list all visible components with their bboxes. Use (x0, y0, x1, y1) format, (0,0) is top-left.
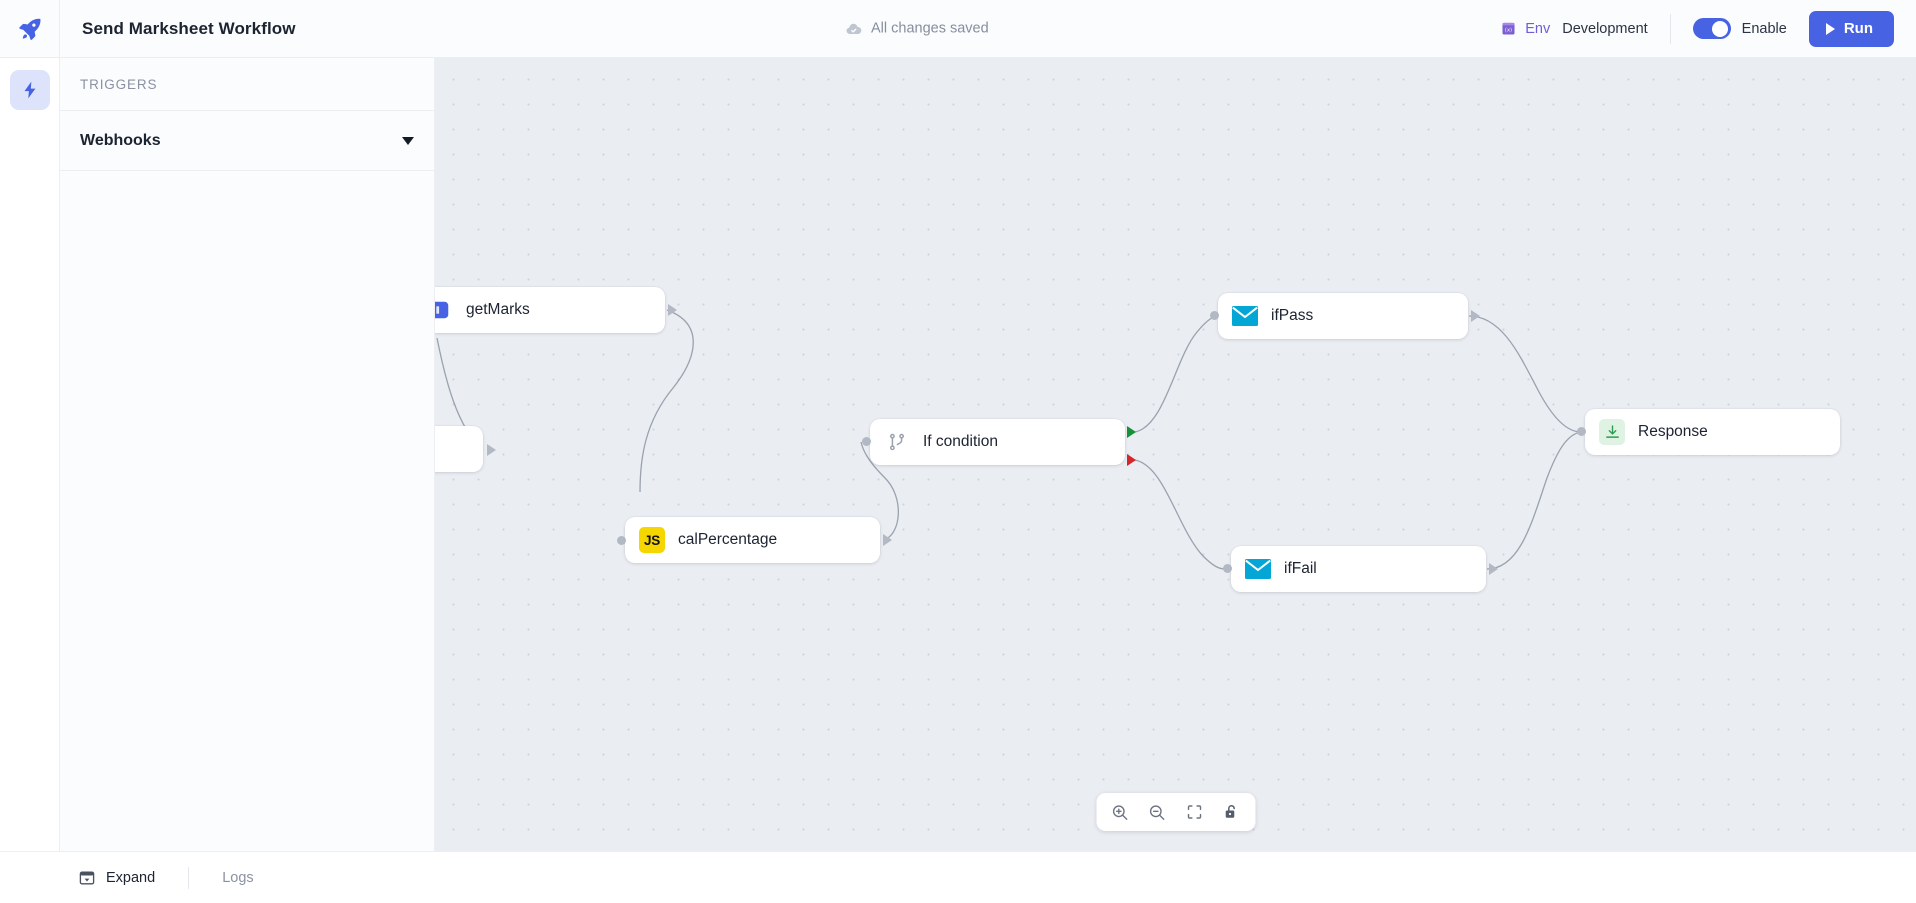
handle-output-partial[interactable] (487, 444, 496, 456)
mail-icon (1245, 556, 1271, 582)
http-request-icon (435, 297, 453, 323)
env-variable-icon: (x) (1502, 22, 1515, 35)
handle-input-ifcondition[interactable] (862, 437, 871, 446)
node-label: If condition (923, 433, 998, 450)
handle-input-ifpass[interactable] (1210, 311, 1219, 320)
rocket-icon (18, 18, 40, 40)
zoom-in-icon[interactable] (1105, 797, 1135, 827)
node-iffail[interactable]: ifFail (1231, 546, 1486, 592)
run-button[interactable]: Run (1808, 10, 1894, 47)
branch-icon (884, 429, 910, 455)
node-label: ifFail (1284, 560, 1317, 577)
node-label: getMarks (466, 301, 530, 318)
expand-label: Expand (106, 869, 156, 886)
handle-output-iffail[interactable] (1489, 563, 1498, 575)
lightning-bolt-icon (24, 81, 35, 99)
workflow-title: Send Marksheet Workflow (82, 18, 296, 38)
env-value: Development (1562, 20, 1648, 37)
js-icon: JS (639, 527, 665, 553)
node-calpercentage[interactable]: JS calPercentage (625, 517, 880, 563)
divider (1669, 13, 1671, 44)
node-label: calPercentage (678, 531, 778, 548)
toggle-knob (1712, 20, 1729, 37)
svg-text:(x): (x) (1505, 28, 1512, 34)
handle-input-calpercentage[interactable] (617, 536, 626, 545)
handle-input-response[interactable] (1577, 427, 1586, 436)
panel-expand-icon (79, 870, 95, 885)
node-partial[interactable] (435, 426, 483, 472)
env-selector[interactable]: (x) Env Development (1500, 20, 1648, 37)
logs-label: Logs (222, 869, 254, 886)
run-button-label: Run (1843, 20, 1873, 37)
panel-item-webhooks[interactable]: Webhooks (60, 111, 434, 171)
node-ifcondition[interactable]: If condition (870, 419, 1125, 465)
handle-output-ifpass[interactable] (1471, 310, 1480, 322)
handle-output-true[interactable] (1127, 426, 1136, 438)
node-getmarks[interactable]: getMarks (435, 287, 665, 333)
node-ifpass[interactable]: ifPass (1218, 293, 1468, 339)
app-logo[interactable] (0, 0, 60, 58)
panel-empty-area (60, 171, 434, 851)
expand-button[interactable]: Expand (78, 869, 155, 887)
triggers-panel: TRIGGERS Webhooks (60, 58, 435, 851)
node-response[interactable]: Response (1585, 409, 1840, 455)
handle-output-getmarks[interactable] (668, 304, 677, 316)
logs-button[interactable]: Logs (222, 870, 253, 886)
chevron-down-icon[interactable] (402, 136, 414, 145)
sidebar-item-triggers[interactable] (9, 70, 50, 110)
fit-view-icon[interactable] (1179, 797, 1209, 827)
handle-input-iffail[interactable] (1223, 564, 1232, 573)
top-bar-right: (x) Env Development Enable Run (1500, 0, 1916, 57)
node-label: Response (1638, 423, 1708, 440)
zoom-out-icon[interactable] (1142, 797, 1172, 827)
status-bar: Expand Logs (0, 851, 1916, 903)
editor-body: TRIGGERS Webhooks (0, 58, 1916, 851)
panel-item-label: Webhooks (80, 131, 161, 149)
env-label: Env (1525, 20, 1551, 37)
canvas-zoom-toolbar (1096, 793, 1255, 831)
handle-output-false[interactable] (1127, 454, 1136, 466)
play-icon (1825, 22, 1835, 35)
workflow-canvas[interactable]: getMarks JS calPercentage (435, 58, 1916, 851)
enable-label: Enable (1741, 20, 1787, 37)
enable-toggle[interactable] (1692, 18, 1731, 39)
top-bar: Send Marksheet Workflow All changes save… (0, 0, 1916, 58)
mail-icon (1232, 303, 1258, 329)
response-icon (1599, 419, 1625, 445)
save-status: All changes saved (845, 20, 989, 37)
divider (188, 866, 190, 889)
triggers-panel-header: TRIGGERS (60, 58, 434, 111)
cloud-check-icon (846, 23, 862, 34)
save-status-text: All changes saved (871, 20, 989, 37)
handle-output-calpercentage[interactable] (883, 534, 892, 546)
lock-open-icon[interactable] (1216, 797, 1246, 827)
triggers-header-label: TRIGGERS (80, 76, 158, 92)
node-label: ifPass (1271, 307, 1314, 324)
enable-toggle-group[interactable]: Enable (1692, 18, 1787, 39)
left-rail (0, 58, 60, 851)
